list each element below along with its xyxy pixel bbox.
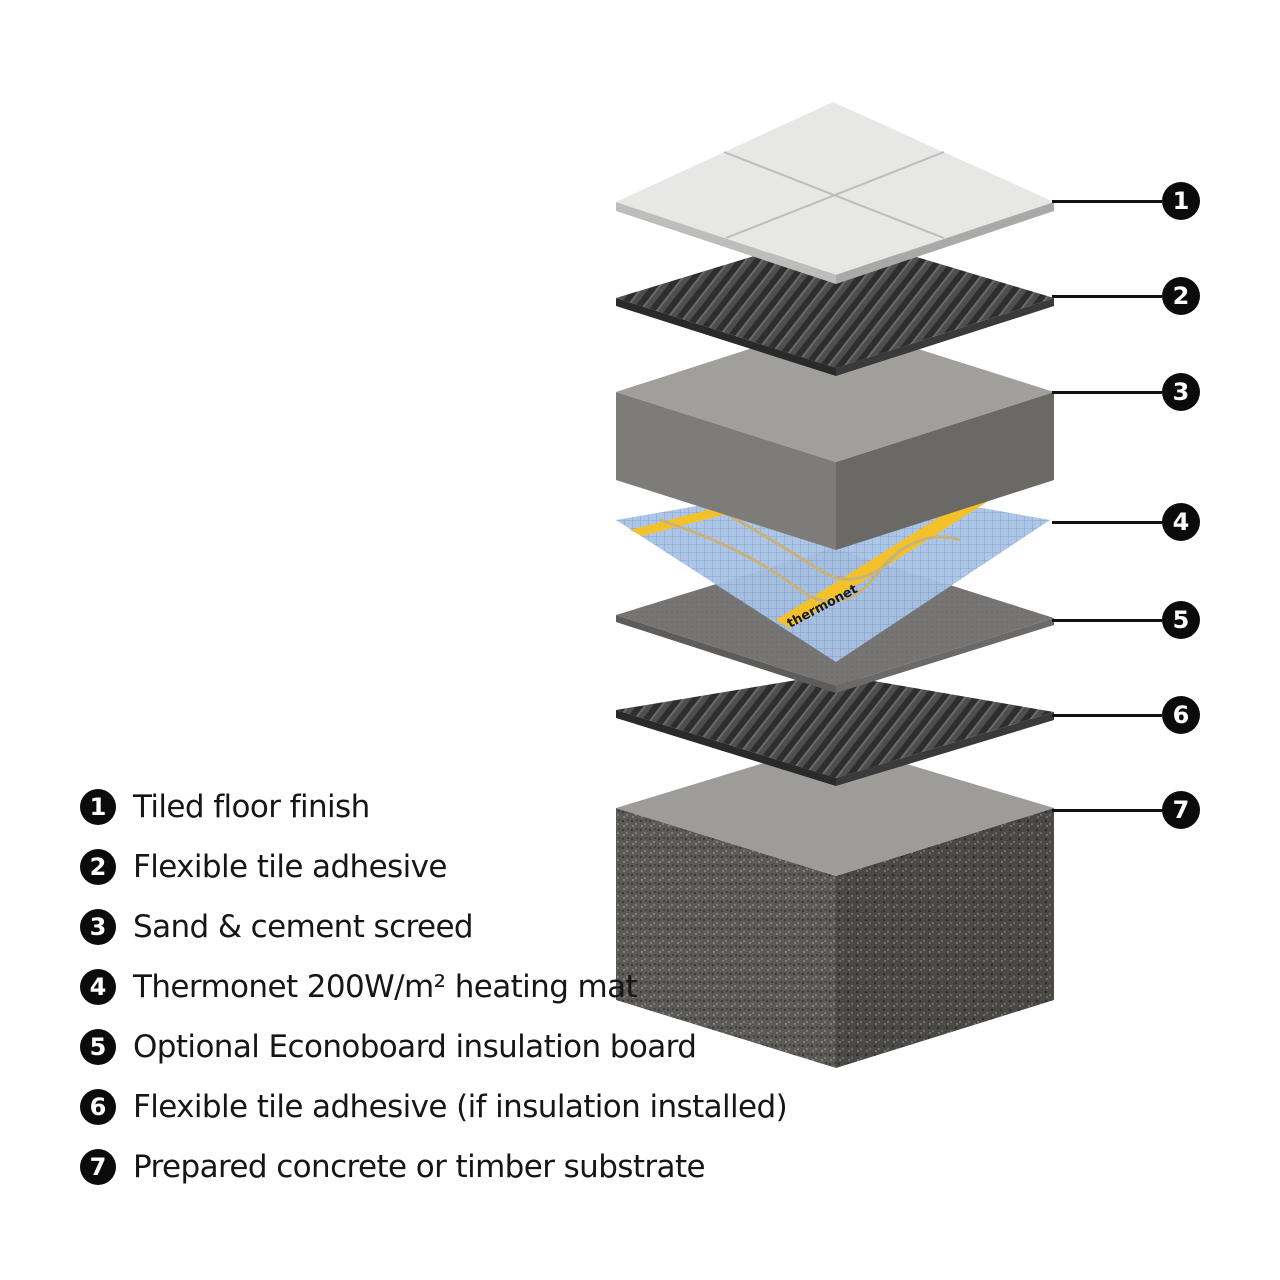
leader-line-5 — [1052, 619, 1162, 622]
legend-label: Prepared concrete or timber substrate — [133, 1149, 706, 1185]
callout-badge-7: 7 — [1162, 791, 1200, 829]
layer-2-adhesive — [616, 232, 1054, 376]
legend-item: 7 Prepared concrete or timber substrate — [80, 1137, 787, 1197]
callout-badge-3: 3 — [1162, 373, 1200, 411]
callout-badge-2: 2 — [1162, 277, 1200, 315]
legend-item: 3 Sand & cement screed — [80, 897, 787, 957]
legend-label: Tiled floor finish — [133, 789, 370, 825]
heating-cable — [659, 518, 961, 603]
legend-number-badge: 5 — [80, 1029, 116, 1065]
layer-3-screed — [616, 322, 1054, 550]
legend-number-badge: 4 — [80, 969, 116, 1005]
legend-label: Flexible tile adhesive (if insulation in… — [133, 1089, 788, 1125]
layer-6-adhesive — [616, 674, 1054, 786]
legend-label: Thermonet 200W/m² heating mat — [133, 969, 638, 1005]
legend-item: 2 Flexible tile adhesive — [80, 837, 787, 897]
leader-line-2 — [1052, 295, 1162, 298]
layer-7-substrate — [616, 742, 1054, 1068]
leader-line-7 — [1052, 809, 1162, 812]
callout-badge-1: 1 — [1162, 182, 1200, 220]
legend-item: 1 Tiled floor finish — [80, 777, 787, 837]
legend-number-badge: 3 — [80, 909, 116, 945]
legend-item: 6 Flexible tile adhesive (if insulation … — [80, 1077, 788, 1137]
layer-4-heating-mat: thermonet — [616, 482, 1050, 662]
mat-tape-front — [776, 494, 990, 628]
leader-line-3 — [1052, 391, 1162, 394]
callout-badge-4: 4 — [1162, 503, 1200, 541]
legend-item: 4 Thermonet 200W/m² heating mat — [80, 957, 787, 1017]
callout-badge-5: 5 — [1162, 601, 1200, 639]
legend-label: Sand & cement screed — [133, 909, 474, 945]
legend-label: Flexible tile adhesive — [133, 849, 447, 885]
legend-number-badge: 6 — [80, 1089, 116, 1125]
legend-label: Optional Econoboard insulation board — [133, 1029, 697, 1065]
leader-line-4 — [1052, 521, 1162, 524]
legend-item: 5 Optional Econoboard insulation board — [80, 1017, 787, 1077]
layer-legend: 1 Tiled floor finish 2 Flexible tile adh… — [80, 777, 788, 1197]
legend-number-badge: 1 — [80, 789, 116, 825]
callout-badge-6: 6 — [1162, 696, 1200, 734]
legend-number-badge: 7 — [80, 1149, 116, 1185]
layer-1-tiles — [616, 102, 1054, 284]
legend-number-badge: 2 — [80, 849, 116, 885]
leader-line-6 — [1052, 714, 1162, 717]
leader-line-1 — [1052, 200, 1162, 203]
